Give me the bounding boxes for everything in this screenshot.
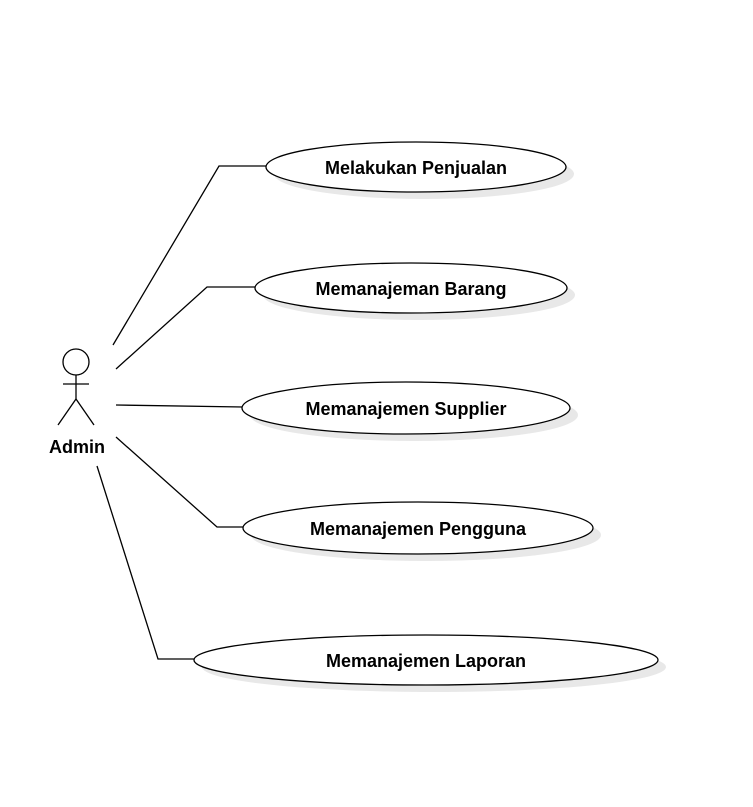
use-case-ellipse bbox=[265, 141, 567, 193]
association-line-supplier[interactable] bbox=[115, 404, 244, 408]
actor-admin[interactable] bbox=[57, 348, 95, 426]
use-case-label: Memanajemen Pengguna bbox=[310, 519, 527, 539]
association-line-pengguna[interactable] bbox=[115, 436, 243, 528]
association-line-penjualan[interactable] bbox=[112, 165, 266, 346]
actor-head bbox=[62, 348, 90, 376]
use-case-supplier[interactable]: Memanajemen Supplier bbox=[241, 381, 578, 441]
association-line-laporan[interactable] bbox=[96, 465, 195, 660]
use-case-ellipse bbox=[242, 501, 594, 555]
association-line-barang[interactable] bbox=[115, 286, 256, 370]
use-case-barang[interactable]: Memanajeman Barang bbox=[254, 262, 575, 320]
actor-left-leg bbox=[57, 398, 77, 426]
use-case-ellipse bbox=[241, 381, 571, 435]
actor-label: Admin bbox=[49, 437, 105, 457]
use-case-ellipse bbox=[254, 262, 568, 314]
use-case-label: Memanajeman Barang bbox=[315, 279, 506, 299]
use-case-pengguna[interactable]: Memanajemen Pengguna bbox=[242, 501, 601, 561]
associations bbox=[96, 165, 266, 660]
use-case-laporan[interactable]: Memanajemen Laporan bbox=[193, 634, 666, 692]
use-case-label: Melakukan Penjualan bbox=[325, 158, 507, 178]
use-case-penjualan[interactable]: Melakukan Penjualan bbox=[265, 141, 574, 199]
use-case-label: Memanajemen Laporan bbox=[326, 651, 526, 671]
use-case-label: Memanajemen Supplier bbox=[305, 399, 506, 419]
use-case-ellipse bbox=[193, 634, 659, 686]
actor-right-leg bbox=[75, 398, 95, 426]
